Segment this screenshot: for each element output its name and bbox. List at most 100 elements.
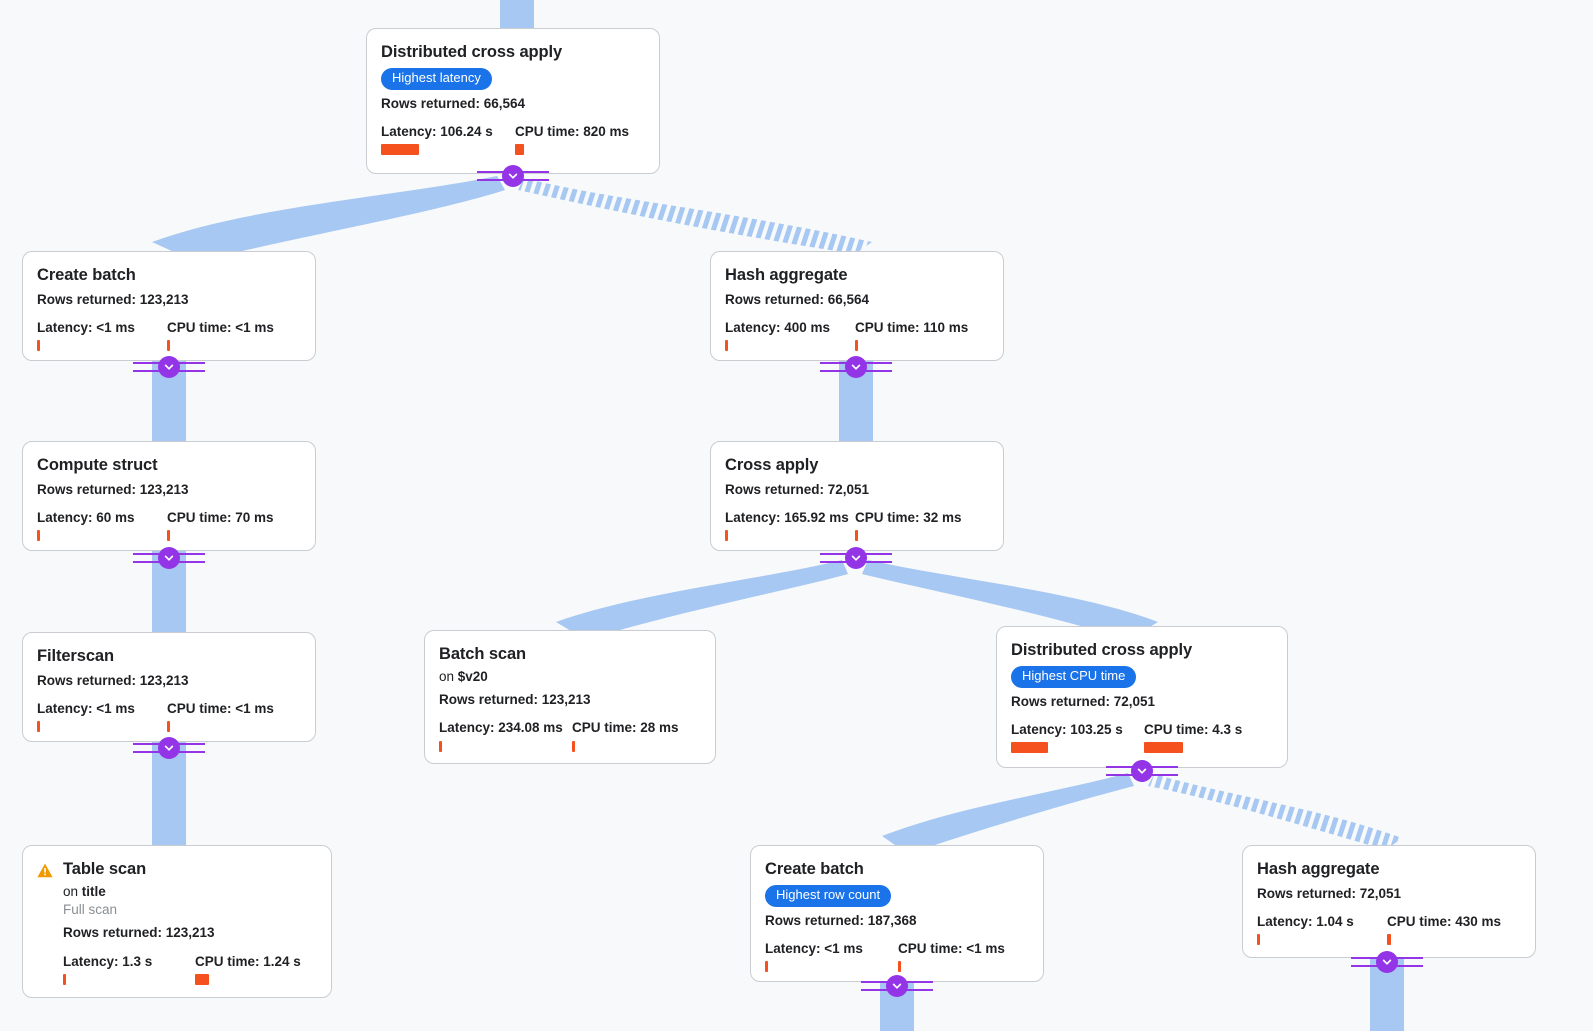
latency-label: Latency: 165.92 ms [725, 510, 849, 526]
cpu-label: CPU time: 1.24 s [195, 953, 301, 969]
plan-node-table-scan[interactable]: Table scan on title Full scan Rows retur… [22, 845, 332, 998]
rows-returned: Rows returned: 123,213 [63, 925, 215, 941]
latency-bar [725, 530, 728, 542]
status-badge: Highest CPU time [1011, 665, 1137, 688]
latency-metric: Latency: <1 ms [37, 701, 167, 733]
latency-label: Latency: 1.04 s [1257, 914, 1354, 930]
node-title: Batch scan [439, 645, 527, 663]
collapse-button-create-batch-left[interactable] [133, 356, 205, 378]
latency-label: Latency: 400 ms [725, 320, 831, 336]
latency-label: Latency: 106.24 s [381, 124, 493, 140]
cpu-label: CPU time: 32 ms [855, 510, 962, 526]
cpu-bar [167, 721, 170, 733]
plan-node-distributed-cross-apply-cpu[interactable]: Distributed cross apply Highest CPU time… [996, 626, 1288, 768]
chevron-down-icon[interactable] [886, 975, 908, 997]
cpu-bar [167, 530, 170, 542]
edge-cross-apply-to-batch-scan [556, 560, 848, 640]
latency-label: Latency: 60 ms [37, 510, 135, 526]
cpu-label: CPU time: 4.3 s [1144, 722, 1243, 738]
rows-returned: Rows returned: 123,213 [37, 291, 189, 307]
plan-node-batch-scan[interactable]: Batch scan on $v20 Rows returned: 123,21… [424, 630, 716, 764]
latency-metric: Latency: 1.04 s [1257, 914, 1387, 946]
cpu-bar [1387, 934, 1391, 946]
cpu-label: CPU time: <1 ms [898, 941, 1005, 957]
rows-returned: Rows returned: 72,051 [1257, 885, 1402, 901]
latency-bar [381, 144, 419, 156]
node-title: Cross apply [725, 456, 819, 474]
cpu-bar [515, 144, 524, 156]
plan-node-hash-aggregate-bottom[interactable]: Hash aggregate Rows returned: 72,051 Lat… [1242, 845, 1536, 958]
chevron-down-icon[interactable] [158, 737, 180, 759]
chevron-down-icon[interactable] [845, 356, 867, 378]
cpu-bar [898, 961, 901, 973]
cpu-metric: CPU time: 430 ms [1387, 914, 1502, 946]
chevron-down-icon[interactable] [1131, 760, 1153, 782]
rows-returned: Rows returned: 123,213 [439, 691, 591, 707]
node-scan-type: Full scan [63, 901, 118, 917]
rows-returned: Rows returned: 72,051 [1011, 693, 1156, 709]
rows-returned: Rows returned: 123,213 [37, 672, 189, 688]
collapse-button-distributed-cross-apply-root[interactable] [477, 165, 549, 187]
collapse-button-hash-aggregate-mid[interactable] [820, 356, 892, 378]
chevron-down-icon[interactable] [502, 165, 524, 187]
latency-bar [37, 530, 40, 542]
edge-root-to-hash-aggregate-mid [518, 178, 872, 254]
cpu-bar [572, 740, 575, 752]
cpu-bar [855, 340, 858, 352]
chevron-down-icon[interactable] [158, 547, 180, 569]
plan-node-create-batch-left[interactable]: Create batch Rows returned: 123,213 Late… [22, 251, 316, 361]
latency-bar [37, 340, 40, 352]
chevron-down-icon[interactable] [158, 356, 180, 378]
latency-bar [37, 721, 40, 733]
cpu-bar [855, 530, 858, 542]
plan-node-create-batch-bottom[interactable]: Create batch Highest row count Rows retu… [750, 845, 1044, 982]
node-title: Compute struct [37, 456, 158, 474]
plan-node-hash-aggregate-mid[interactable]: Hash aggregate Rows returned: 66,564 Lat… [710, 251, 1004, 361]
cpu-label: CPU time: 110 ms [855, 320, 969, 336]
latency-bar [439, 740, 442, 752]
collapse-button-create-batch-bottom[interactable] [861, 975, 933, 997]
chevron-down-icon[interactable] [845, 547, 867, 569]
rows-returned: Rows returned: 72,051 [725, 481, 870, 497]
collapse-button-filterscan[interactable] [133, 737, 205, 759]
latency-label: Latency: <1 ms [37, 320, 135, 336]
cpu-bar [195, 973, 209, 985]
cpu-metric: CPU time: 28 ms [572, 720, 679, 752]
collapse-button-compute-struct[interactable] [133, 547, 205, 569]
latency-metric: Latency: 234.08 ms [439, 720, 572, 752]
node-subtitle-prefix: on [63, 883, 82, 899]
node-title: Filterscan [37, 647, 114, 665]
collapse-button-cross-apply[interactable] [820, 547, 892, 569]
plan-node-distributed-cross-apply-root[interactable]: Distributed cross apply Highest latency … [366, 28, 660, 174]
edge-cpu-to-create-batch-bottom [882, 773, 1134, 854]
cpu-metric: CPU time: 1.24 s [195, 954, 301, 985]
cpu-label: CPU time: 70 ms [167, 510, 274, 526]
latency-bar [765, 961, 768, 973]
plan-node-compute-struct[interactable]: Compute struct Rows returned: 123,213 La… [22, 441, 316, 551]
node-subtitle-target: title [81, 883, 106, 899]
warning-triangle-icon [37, 863, 53, 878]
latency-bar [63, 973, 66, 985]
cpu-metric: CPU time: 4.3 s [1144, 722, 1243, 754]
node-subtitle: on title [63, 883, 317, 901]
edge-root-to-create-batch-left [152, 176, 505, 262]
rows-returned: Rows returned: 187,368 [765, 912, 917, 928]
node-subtitle-prefix: on [439, 668, 458, 684]
plan-node-filterscan[interactable]: Filterscan Rows returned: 123,213 Latenc… [22, 632, 316, 742]
chevron-down-icon[interactable] [1376, 951, 1398, 973]
cpu-label: CPU time: 28 ms [572, 720, 679, 736]
latency-label: Latency: 1.3 s [63, 953, 153, 969]
cpu-metric: CPU time: 110 ms [855, 320, 969, 352]
cpu-metric: CPU time: <1 ms [167, 320, 274, 352]
latency-label: Latency: <1 ms [37, 701, 135, 717]
latency-bar [1011, 742, 1048, 754]
collapse-button-hash-aggregate-bottom[interactable] [1351, 951, 1423, 973]
plan-node-cross-apply[interactable]: Cross apply Rows returned: 72,051 Latenc… [710, 441, 1004, 551]
latency-metric: Latency: 1.3 s [63, 954, 195, 985]
cpu-metric: CPU time: <1 ms [167, 701, 274, 733]
collapse-button-distributed-cross-apply-cpu[interactable] [1106, 760, 1178, 782]
cpu-metric: CPU time: 820 ms [515, 124, 629, 156]
cpu-label: CPU time: 430 ms [1387, 914, 1502, 930]
rows-returned: Rows returned: 66,564 [381, 95, 526, 111]
